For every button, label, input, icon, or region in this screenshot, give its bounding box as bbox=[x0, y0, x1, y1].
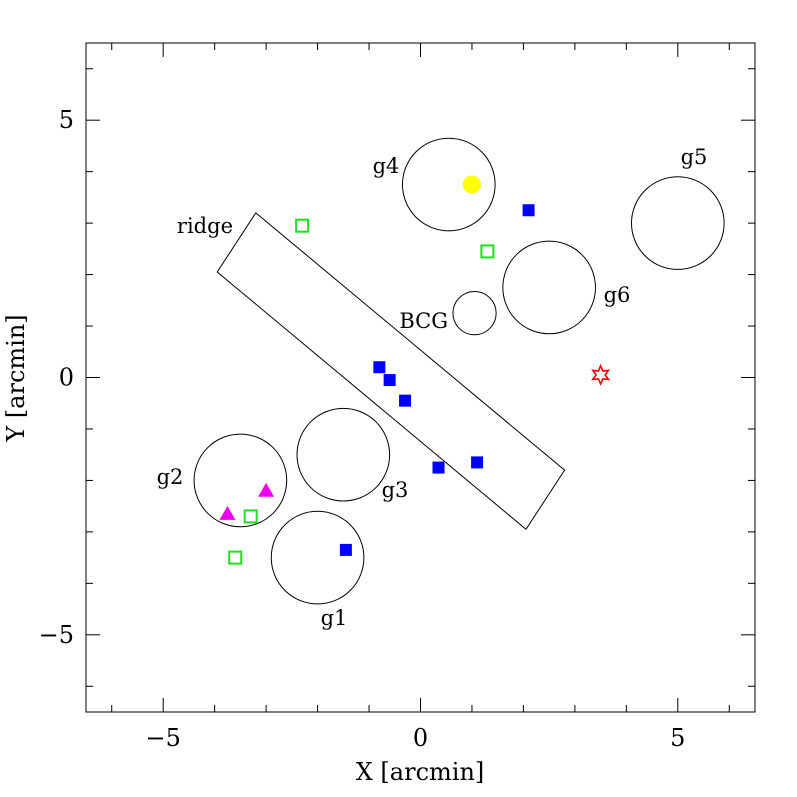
magenta-triangle-marker bbox=[219, 505, 236, 520]
x-axis-label: X [arcmin] bbox=[356, 758, 485, 786]
markers-layer bbox=[219, 175, 611, 565]
ridge-layer: ridge bbox=[177, 212, 566, 531]
x-tick-label: 0 bbox=[413, 724, 428, 752]
group-label-g1: g1 bbox=[321, 606, 348, 630]
ridge-label: ridge bbox=[177, 214, 233, 238]
x-tick-label: −5 bbox=[145, 724, 180, 752]
group-label-g6: g6 bbox=[604, 283, 631, 307]
y-tick-label: 0 bbox=[59, 364, 74, 392]
ridge-box bbox=[216, 212, 566, 531]
blue-square-marker bbox=[339, 543, 352, 556]
plot-frame bbox=[85, 42, 756, 713]
blue-square-marker bbox=[471, 456, 484, 469]
group-circle-bcg bbox=[452, 291, 497, 336]
y-axis-label: Y [arcmin] bbox=[2, 314, 30, 442]
group-circle-g2 bbox=[193, 433, 288, 528]
group-circle-g5 bbox=[630, 176, 725, 270]
group-label-g4: g4 bbox=[373, 154, 400, 178]
blue-square-marker bbox=[522, 204, 535, 217]
axes-layer: −5 0 5 −5 0 5 bbox=[39, 42, 756, 752]
red-star-marker bbox=[591, 363, 611, 386]
x-tick-label: 5 bbox=[670, 724, 685, 752]
group-circle-g4 bbox=[401, 137, 496, 232]
magenta-triangle-marker bbox=[258, 482, 275, 497]
y-tick-label: 5 bbox=[59, 106, 74, 134]
group-circle-g6 bbox=[502, 240, 596, 335]
group-circle-g3 bbox=[296, 407, 391, 502]
green-square-marker bbox=[243, 509, 258, 524]
green-square-marker bbox=[295, 218, 310, 233]
yellow-circle-marker bbox=[462, 175, 481, 194]
group-label-g3: g3 bbox=[382, 478, 409, 502]
group-label-g5: g5 bbox=[681, 145, 708, 169]
y-tick-label: −5 bbox=[39, 621, 74, 649]
group-circle-g1 bbox=[270, 510, 365, 605]
blue-square-marker bbox=[383, 374, 396, 387]
blue-square-marker bbox=[373, 361, 386, 374]
blue-square-marker bbox=[432, 461, 445, 474]
green-square-marker bbox=[228, 550, 243, 565]
blue-square-marker bbox=[399, 394, 412, 407]
green-square-marker bbox=[480, 244, 495, 259]
group-label-g2: g2 bbox=[157, 465, 184, 489]
group-label-bcg: BCG bbox=[399, 309, 448, 333]
